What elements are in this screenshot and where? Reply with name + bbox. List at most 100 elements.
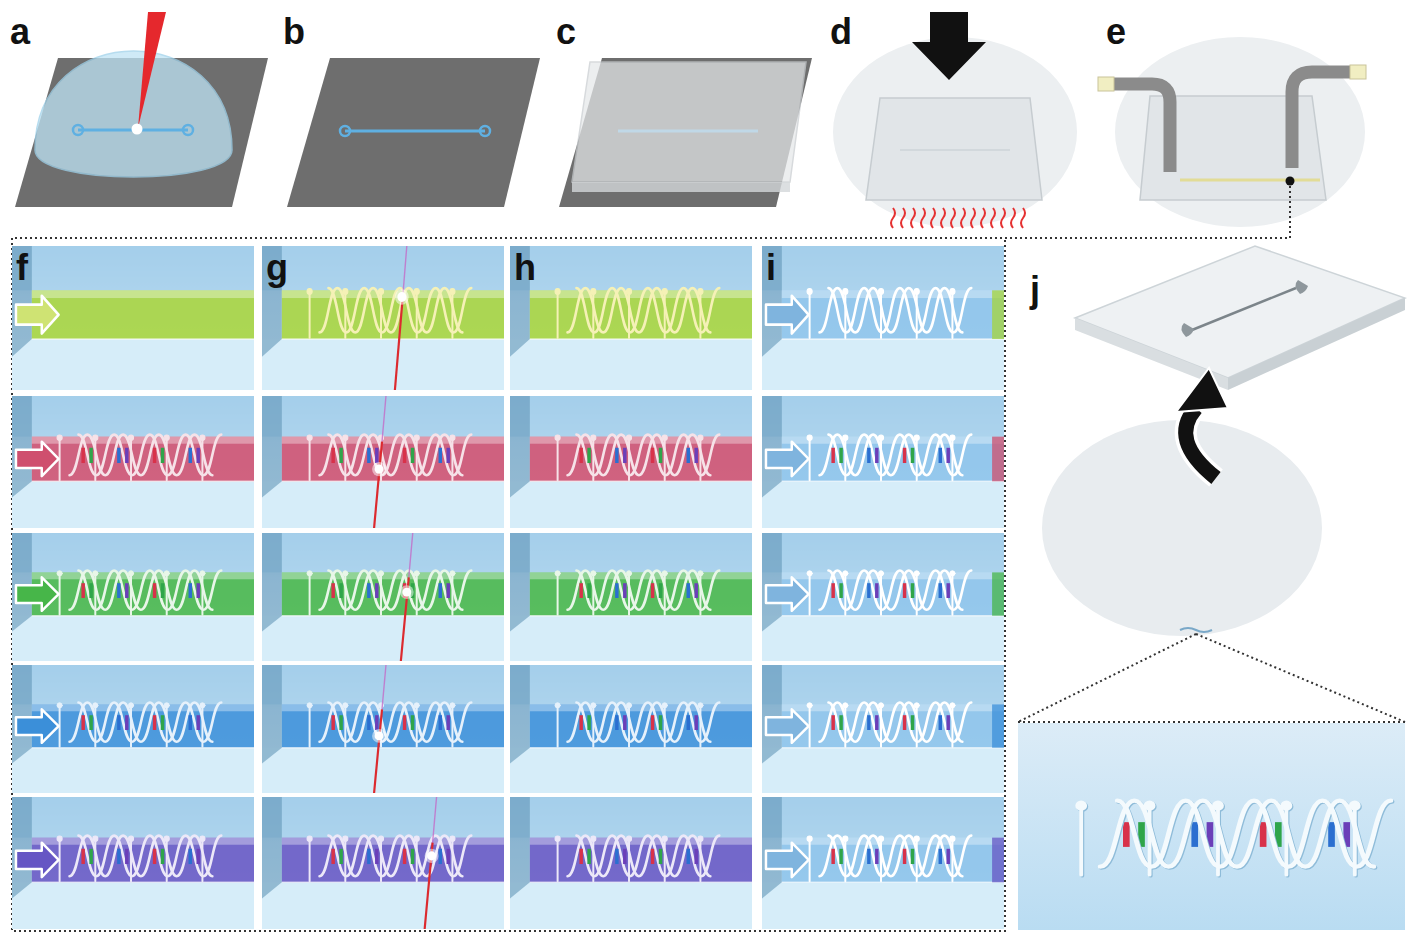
outflow-tint — [992, 838, 1004, 883]
laser-glow — [372, 462, 386, 476]
panel-label: g — [266, 250, 288, 286]
helix-bases — [831, 583, 950, 598]
laser-beam — [401, 533, 413, 661]
channel-port — [480, 126, 490, 136]
helix-structure — [307, 570, 471, 614]
lift-arrow-outline — [1186, 408, 1216, 478]
helix-bases — [331, 448, 450, 463]
outflow-tint — [992, 437, 1004, 482]
channel — [510, 665, 752, 793]
laser-glow — [425, 849, 439, 863]
channel — [262, 533, 504, 661]
step-cell — [510, 246, 752, 390]
laser-glow — [395, 289, 409, 305]
helix-bases — [81, 448, 200, 463]
tube-end — [1098, 77, 1114, 91]
panel-c-art — [559, 58, 812, 207]
flow-arrow — [16, 296, 59, 334]
helix-bases — [81, 715, 200, 730]
flow-arrow — [16, 709, 59, 742]
step-cell — [12, 797, 254, 929]
helix-structure — [307, 702, 471, 746]
step-cell — [12, 533, 254, 661]
flow-arrow — [766, 709, 809, 742]
helix-bases — [579, 849, 698, 864]
panel-b-art — [287, 58, 540, 207]
chip-side — [1228, 298, 1405, 390]
panel-label: c — [556, 14, 576, 50]
flow-arrow — [16, 843, 59, 878]
helix-structure — [57, 435, 221, 481]
tube-end — [1350, 65, 1366, 79]
helix-bases — [331, 715, 450, 730]
channel — [12, 396, 254, 528]
laser-beam — [374, 396, 386, 528]
helix-structure — [1076, 801, 1391, 875]
channel — [762, 246, 1004, 390]
panel-label: e — [1106, 14, 1126, 50]
channel — [762, 665, 1004, 793]
panel-label: i — [766, 250, 776, 286]
lift-arrowhead — [1176, 368, 1228, 412]
channel — [510, 246, 752, 390]
filled-channel — [1180, 179, 1320, 182]
resin-dome — [35, 51, 232, 177]
helix-bases — [81, 583, 200, 598]
helix-structure — [57, 836, 221, 882]
channel-port — [183, 125, 193, 135]
helix-structure — [307, 435, 471, 481]
helix-bases — [331, 849, 450, 864]
laser-beam — [395, 246, 407, 390]
channel — [762, 396, 1004, 528]
panel-e-art — [1098, 37, 1366, 227]
helix-bases — [331, 583, 450, 598]
flow-arrow — [766, 843, 809, 878]
channel — [262, 665, 504, 793]
laser-beam — [425, 797, 437, 929]
channel — [762, 797, 1004, 929]
helix-bases — [831, 715, 950, 730]
heat-waves — [891, 208, 1025, 228]
substrate-plate — [287, 58, 540, 207]
zoom-lines — [1018, 634, 1405, 722]
helix-structure — [57, 570, 221, 614]
chip-port — [1181, 323, 1194, 337]
helix-structure — [807, 435, 971, 481]
step-cell — [12, 396, 254, 528]
chip-channel — [1192, 288, 1296, 330]
channel — [262, 246, 504, 390]
written-channel — [345, 130, 485, 133]
laser-focus — [402, 588, 411, 597]
helix-bases — [579, 583, 698, 598]
step-cell — [762, 533, 1004, 661]
helix-structure — [57, 702, 221, 746]
channel — [262, 797, 504, 929]
step-cell — [762, 797, 1004, 929]
step-cell — [262, 665, 504, 793]
laser-focus — [397, 292, 406, 302]
helix-structure — [807, 702, 971, 746]
helix-structure — [555, 435, 719, 481]
channel — [12, 665, 254, 793]
chip-port — [1295, 280, 1308, 294]
helix-bases — [81, 849, 200, 864]
flow-arrow — [766, 296, 809, 334]
step-cell — [262, 246, 504, 390]
laser-beam — [374, 665, 386, 793]
step-cell — [510, 533, 752, 661]
helix-bases — [579, 715, 698, 730]
panel-label: j — [1030, 272, 1040, 308]
channel-port — [73, 125, 83, 135]
glass-slide — [1115, 37, 1365, 227]
panel-j-art — [1018, 246, 1405, 930]
flow-arrow — [766, 577, 809, 610]
channel-port — [340, 126, 350, 136]
step-cell — [262, 533, 504, 661]
peeled-chip — [1075, 246, 1405, 378]
released-structure — [1180, 628, 1212, 632]
step-cell — [12, 246, 254, 390]
helix-bases — [831, 448, 950, 463]
panel-label: b — [283, 14, 305, 50]
channel — [510, 797, 752, 929]
